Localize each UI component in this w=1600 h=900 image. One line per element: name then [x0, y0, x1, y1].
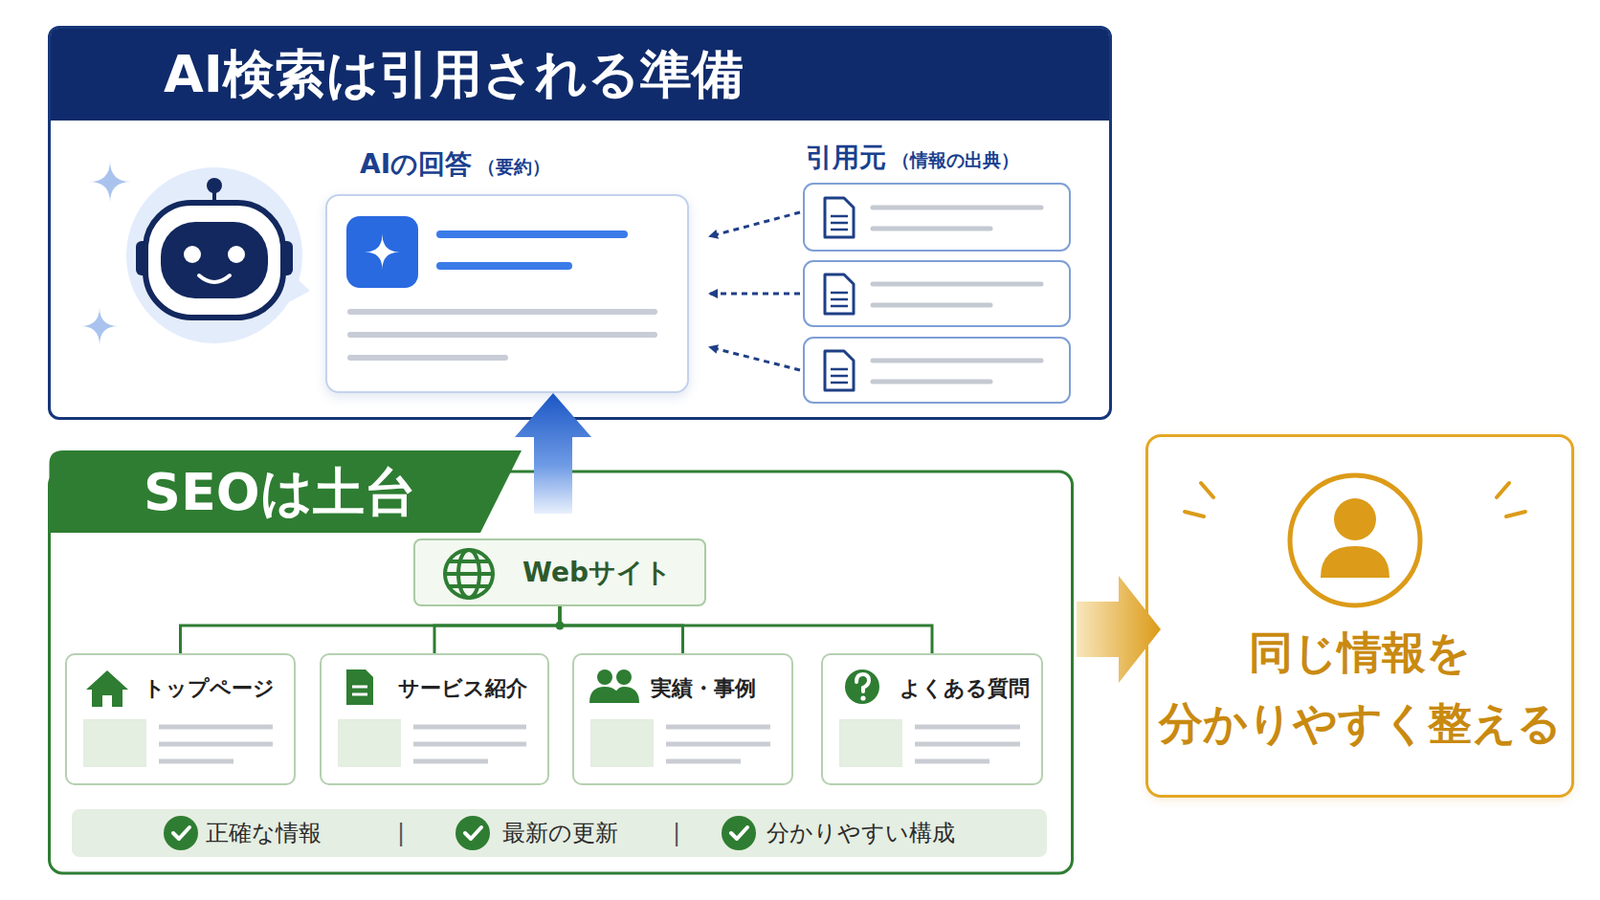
website-box: Webサイト: [413, 538, 707, 607]
separator: |: [672, 809, 681, 858]
result-box: 同じ情報を 分かりやすく整える: [1145, 434, 1575, 799]
check-item: 分かりやすい構成: [766, 809, 956, 858]
page-box: サービス紹介: [319, 653, 550, 786]
panel-tab: [49, 450, 523, 534]
label-group: 引用元（情報の出典）: [805, 139, 1020, 177]
source-subheading: （情報の出典）: [891, 148, 1020, 174]
box-label: 実績・事例: [650, 674, 756, 704]
page-box: よくある質問: [821, 653, 1044, 786]
page-box: 実績・事例: [572, 653, 794, 786]
card-heading-sub: （要約）: [477, 155, 551, 180]
check-item: 最新の更新: [502, 809, 619, 858]
panel-title: AI検索は引用される準備: [50, 28, 1110, 121]
ai-search-panel: AI検索は引用される準備 AIの回答（要約）: [47, 25, 1112, 421]
checklist-band: 正確な情報 | 最新の更新 | 分かりやすい構成: [71, 809, 1047, 858]
result-text: 同じ情報を 分かりやすく整える: [1148, 617, 1572, 759]
page-box: トップページ: [65, 653, 296, 786]
card-heading-main: AIの回答: [359, 146, 472, 183]
panel-title: SEOは土台: [143, 454, 417, 532]
source-heading: 引用元: [805, 139, 887, 177]
check-item: 正確な情報: [205, 809, 322, 858]
separator: |: [397, 809, 405, 858]
box-label: よくある質問: [899, 674, 1030, 704]
seo-panel: SEOは土台 Webサイトトップページ サービス紹介 実績・事例 よくある質問正確な情報…: [47, 450, 1074, 876]
box-label: サービス紹介: [398, 674, 528, 704]
box-label: トップページ: [143, 674, 275, 704]
box-label: Webサイト: [522, 540, 672, 605]
ai-answer-card: AIの回答（要約）: [325, 194, 689, 394]
card-heading: AIの回答（要約）: [359, 146, 551, 183]
